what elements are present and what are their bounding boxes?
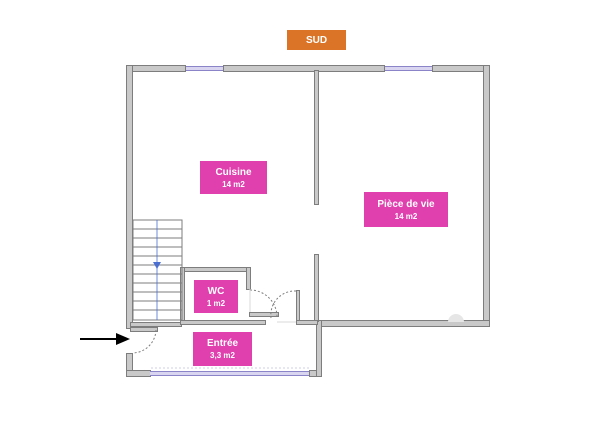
room-name: WC: [207, 285, 225, 297]
window-top-right: [385, 66, 433, 71]
entry-door-swing: [132, 329, 157, 354]
room-area: 3,3 m2: [210, 351, 235, 360]
stair-down-arrow-icon: [153, 262, 161, 269]
staircase: [132, 219, 183, 321]
room-label-piece-de-vie: Pièce de vie 14 m2: [364, 192, 448, 227]
wall-wc-bottom: [180, 320, 266, 325]
entry-inner-door-swing: [270, 290, 297, 319]
wc-door-swing: [249, 289, 278, 317]
window-top-left: [186, 66, 224, 71]
entrance-arrow-icon: [80, 333, 130, 345]
wall-left-upper: [126, 65, 133, 329]
room-name: Entrée: [206, 338, 239, 349]
room-label-entree: Entrée 3,3 m2: [193, 332, 252, 366]
floor-marker: [448, 314, 464, 322]
room-area: 1 m2: [206, 298, 226, 308]
room-area: 14 m2: [394, 211, 418, 221]
wall-entry-door-top: [130, 327, 158, 332]
room-name: Pièce de vie: [377, 198, 435, 210]
wall-wc-door-jamb: [249, 312, 279, 317]
wall-top-middle: [223, 65, 385, 72]
wall-wc-right-upper: [246, 267, 251, 290]
compass-label-sud: SUD: [287, 30, 346, 50]
room-name: Cuisine: [215, 166, 252, 178]
room-label-wc: WC 1 m2: [194, 280, 238, 313]
room-area: 14 m2: [222, 179, 245, 189]
window-bottom: [150, 371, 310, 376]
compass-text: SUD: [305, 34, 328, 46]
room-label-cuisine: Cuisine 14 m2: [200, 161, 267, 194]
wall-entry-right: [316, 320, 322, 377]
wall-entry-top-right: [296, 320, 318, 325]
partition-upper: [314, 70, 319, 205]
